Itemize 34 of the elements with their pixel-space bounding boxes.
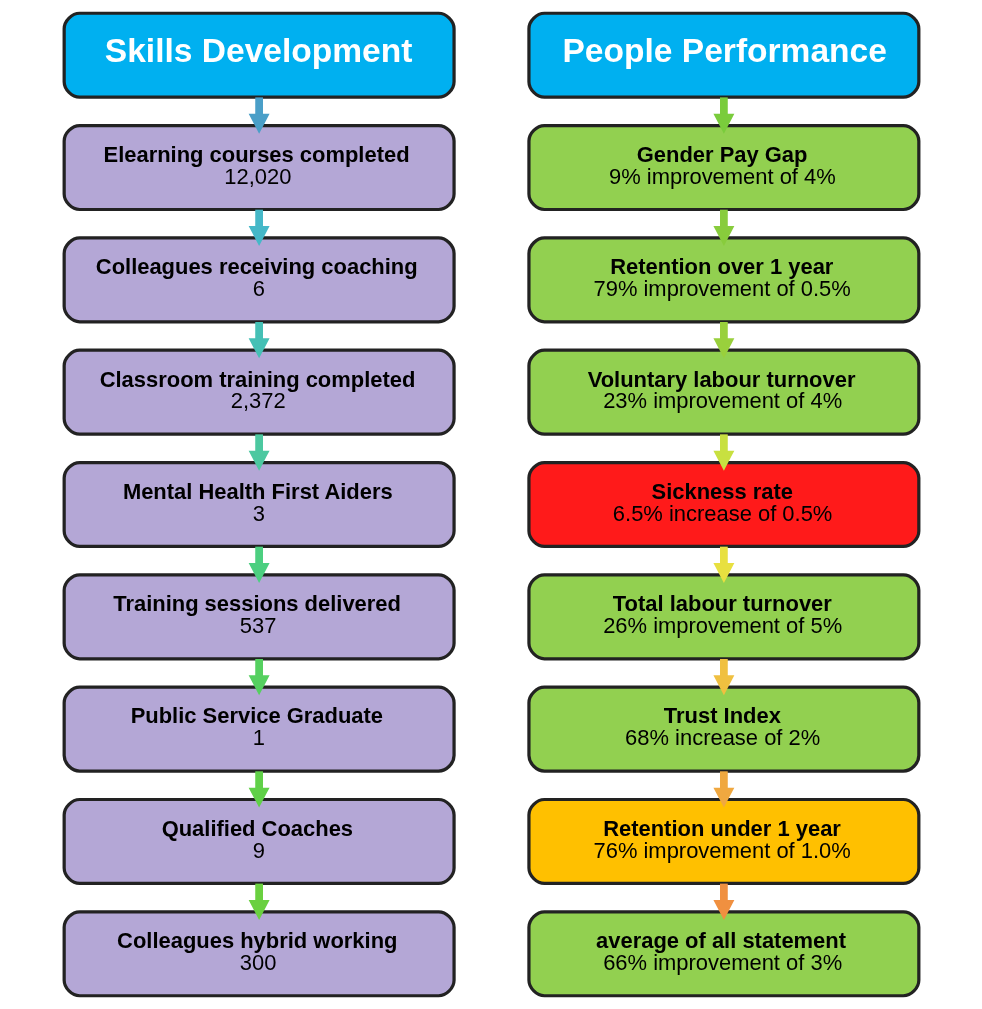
arrow bbox=[248, 658, 270, 696]
arrow bbox=[248, 434, 270, 471]
arrow bbox=[712, 434, 734, 471]
arrow bbox=[712, 209, 734, 246]
arrow bbox=[712, 97, 734, 134]
node-box: Public Service Graduate 1 bbox=[62, 685, 456, 773]
node-box: Training sessions delivered 537 bbox=[62, 573, 456, 661]
node-box: average of all statement 66% improvement of 3% bbox=[526, 910, 920, 998]
node-box: Elearning courses completed 12,020 bbox=[62, 123, 456, 212]
node-box: People Performance bbox=[526, 11, 920, 99]
node-box: Retention over 1 year 79% improvement of 0.5% bbox=[526, 236, 920, 324]
arrow bbox=[712, 771, 734, 808]
arrow bbox=[712, 658, 734, 696]
node-box: Classroom training completed 2,372 bbox=[62, 348, 456, 436]
arrow bbox=[248, 97, 270, 134]
node-box: Skills Development bbox=[62, 11, 456, 99]
arrow bbox=[712, 322, 734, 359]
node-box: Voluntary labour turnover 23% improvement of 4% bbox=[526, 348, 920, 436]
arrow bbox=[248, 322, 270, 359]
node-box: Total labour turnover 26% improvement of 5% bbox=[526, 573, 920, 661]
node-box: Retention under 1 year 76% improvement of 1.0% bbox=[526, 797, 920, 886]
node-box: Trust Index 68% increase of 2% bbox=[526, 685, 920, 773]
node-box: Gender Pay Gap 9% improvement of 4% bbox=[526, 123, 920, 212]
node-box: Colleagues hybrid working 300 bbox=[62, 910, 456, 998]
node-box: Qualified Coaches 9 bbox=[62, 797, 456, 886]
node-box: Sickness rate 6.5% increase of 0.5% bbox=[526, 460, 920, 549]
arrow bbox=[712, 546, 734, 583]
arrow bbox=[248, 883, 270, 920]
arrow bbox=[248, 546, 270, 583]
node-box: Mental Health First Aiders 3 bbox=[62, 460, 456, 549]
arrow bbox=[248, 209, 270, 246]
arrow bbox=[712, 883, 734, 920]
arrow bbox=[248, 771, 270, 808]
node-box: Colleagues receiving coaching 6 bbox=[62, 236, 456, 324]
